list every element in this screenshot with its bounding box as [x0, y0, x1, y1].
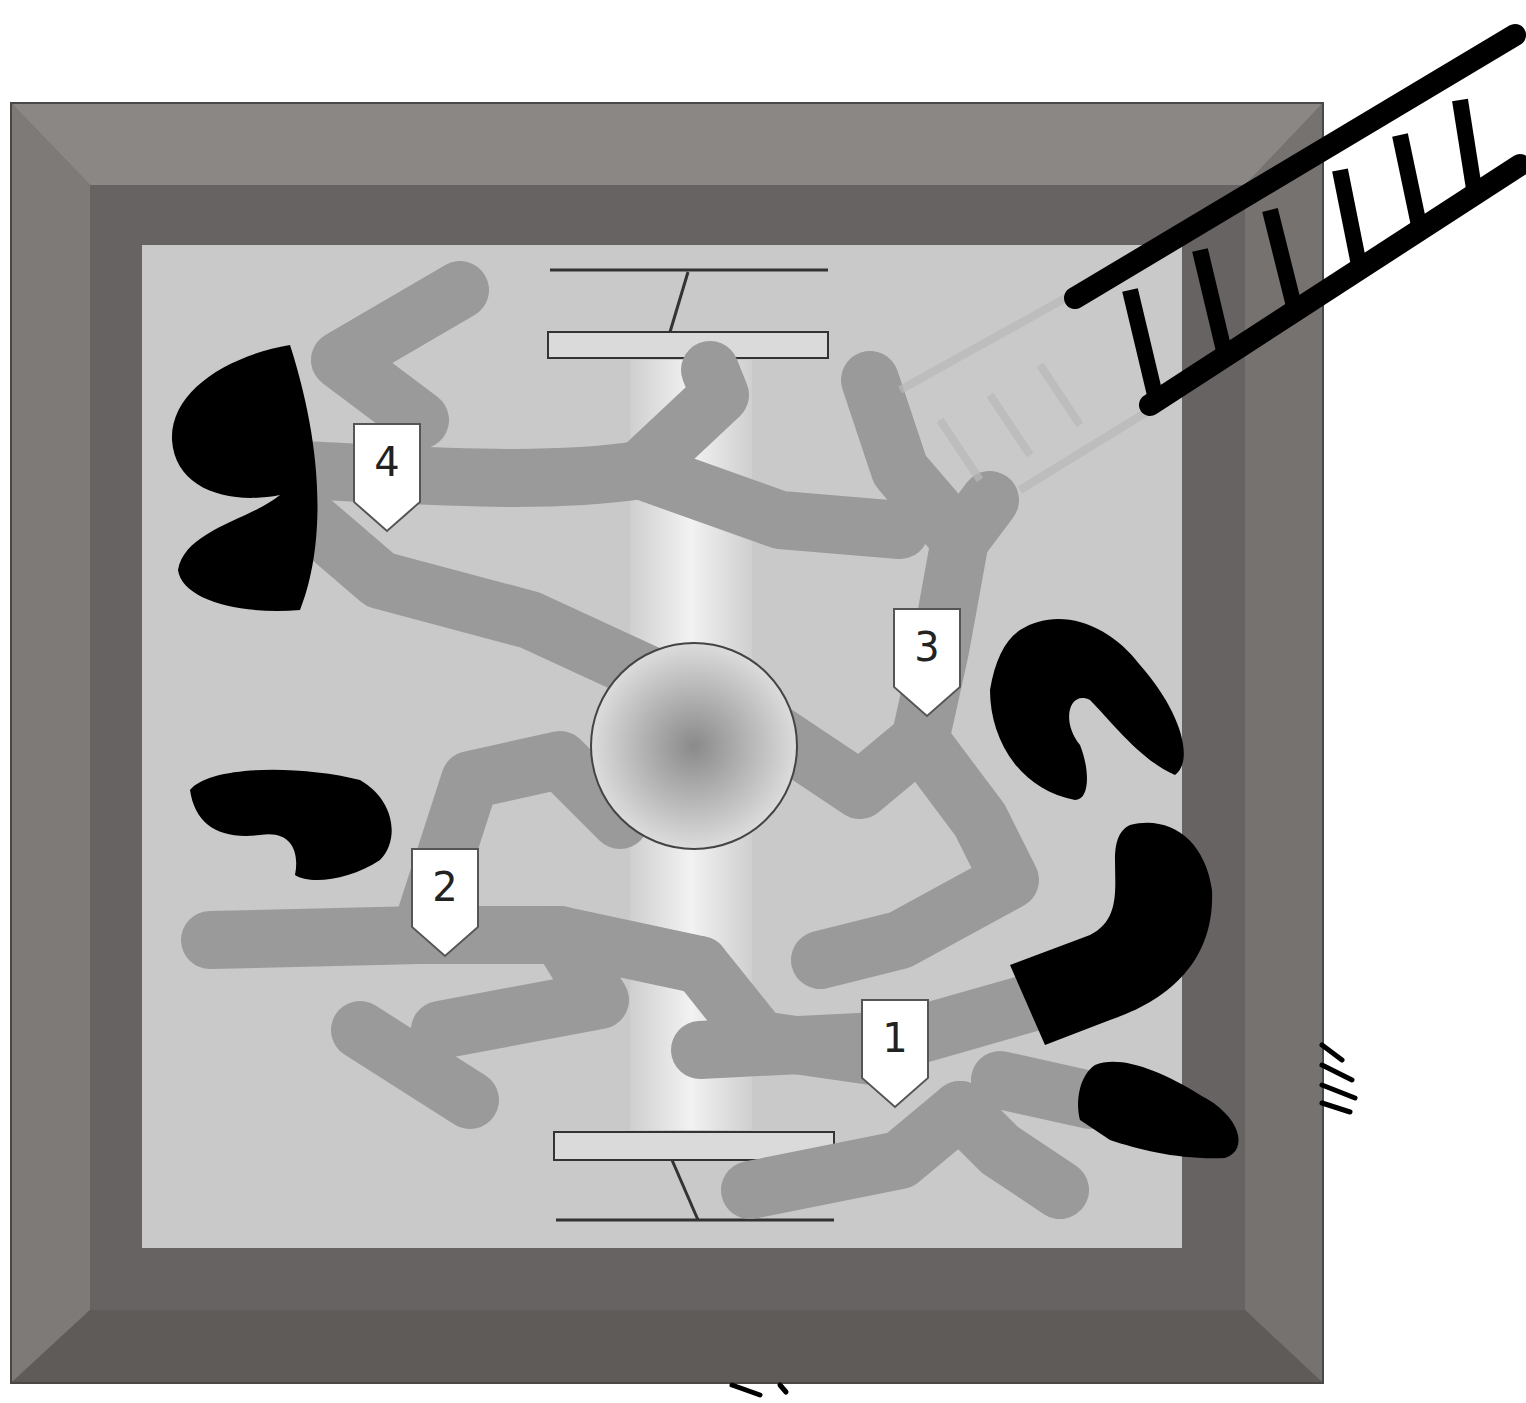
callout-badge: 1	[860, 998, 930, 1109]
apron	[90, 185, 1245, 1310]
dark-parts	[172, 345, 1239, 1158]
callout-number: 4	[352, 442, 422, 482]
callout-badge: 4	[352, 422, 422, 533]
callout-badge: 3	[892, 607, 962, 718]
figures	[210, 290, 1090, 1190]
motion-marks	[732, 1045, 1355, 1395]
frame-bevel	[12, 1310, 1322, 1382]
callout-number: 1	[860, 1018, 930, 1058]
bar-line	[556, 1219, 834, 1222]
frame-bevel	[12, 104, 1322, 185]
frame-bevel	[12, 104, 90, 1382]
callout-badge: 2	[410, 847, 480, 958]
ring-frame	[12, 104, 1322, 1382]
center-disc	[591, 643, 797, 849]
callout-number: 3	[892, 627, 962, 667]
bar-line	[550, 269, 828, 272]
ladder	[900, 35, 1520, 490]
bar-line	[670, 272, 688, 332]
callout-number: 2	[410, 867, 480, 907]
bar-line	[672, 1160, 698, 1220]
